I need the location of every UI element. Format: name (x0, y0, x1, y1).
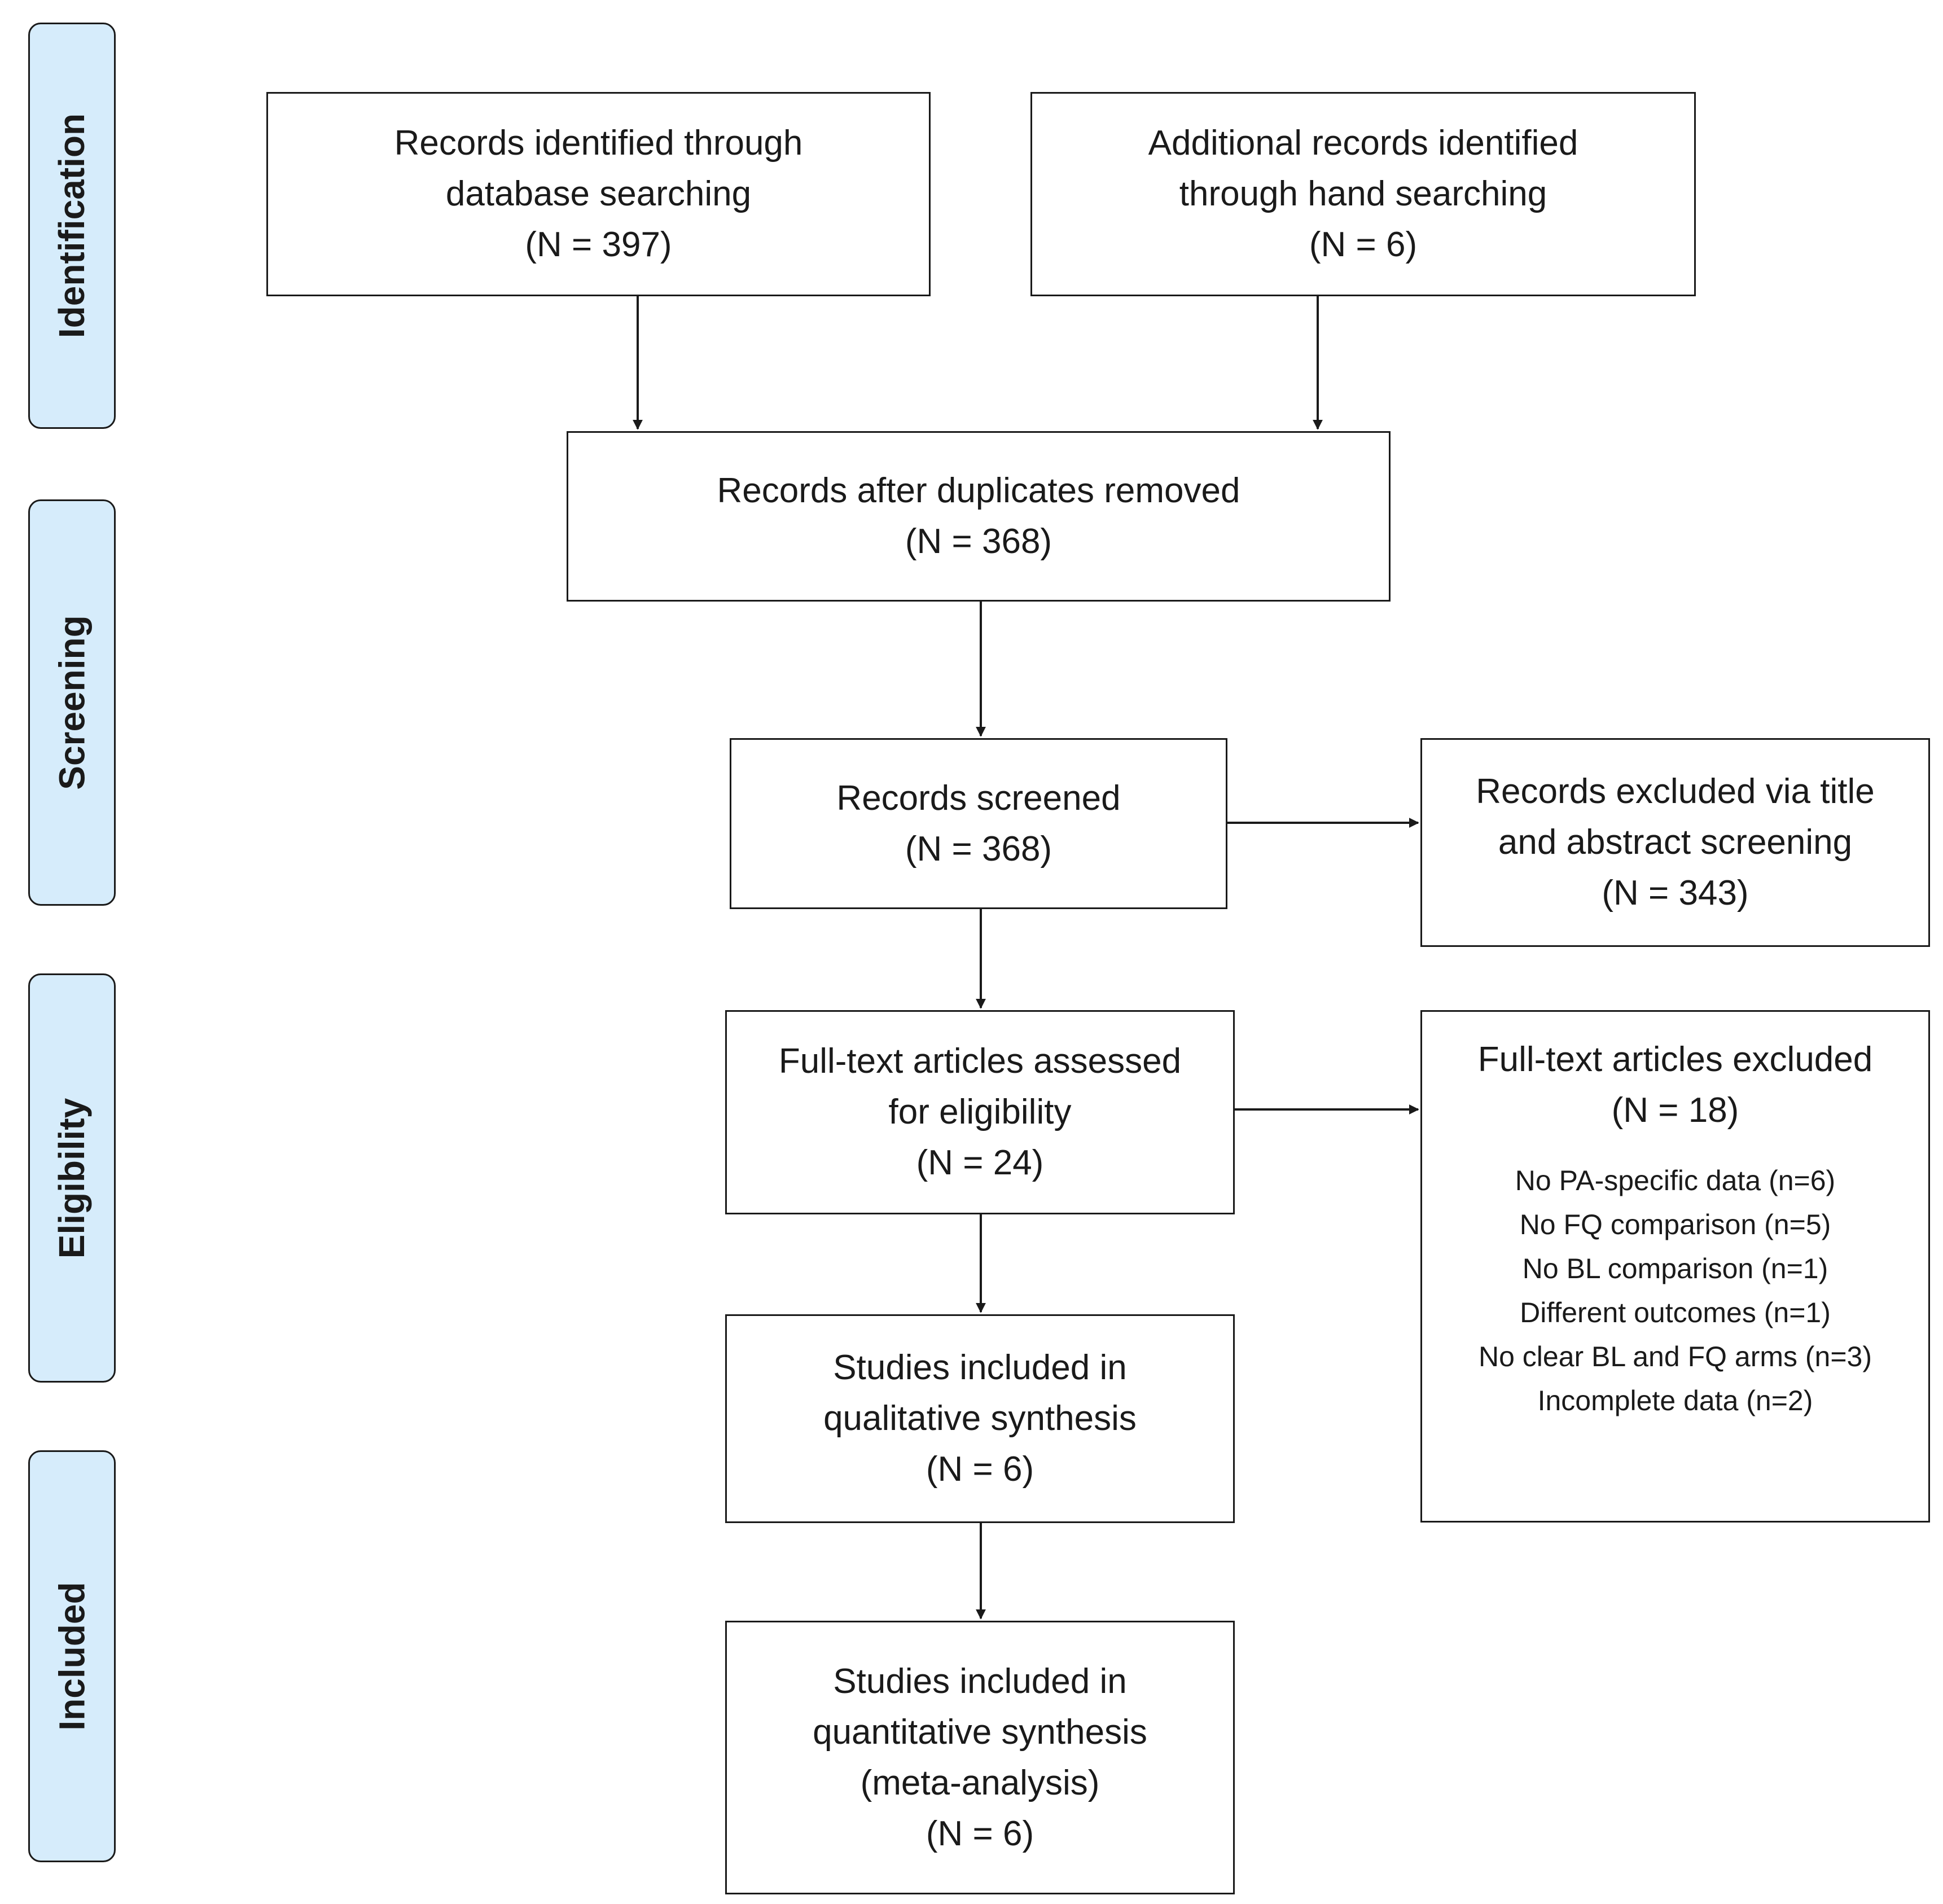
database-search-line2: database searching (445, 174, 752, 213)
box-records-screened: Records screened (N = 368) (730, 738, 1227, 909)
quantitative-count: (N = 6) (926, 1814, 1034, 1853)
box-fulltext-assessed: Full-text articles assessed for eligibil… (725, 1010, 1235, 1214)
exclusion-reason: No BL comparison (n=1) (1522, 1253, 1828, 1284)
box-duplicates-removed: Records after duplicates removed (N = 36… (567, 431, 1391, 602)
database-search-line1: Records identified through (394, 124, 803, 163)
exclusion-reason: No PA-specific data (n=6) (1515, 1165, 1836, 1196)
qualitative-line2: qualitative synthesis (823, 1399, 1137, 1438)
fulltext-assessed-line2: for eligibility (888, 1093, 1072, 1131)
excluded-title-abstract-count: (N = 343) (1602, 874, 1749, 912)
quantitative-line3: (meta-analysis) (860, 1763, 1100, 1802)
qualitative-line1: Studies included in (833, 1348, 1127, 1387)
database-search-count: (N = 397) (525, 225, 672, 264)
fulltext-assessed-count: (N = 24) (916, 1143, 1044, 1182)
phase-eligibility: Eligibility (28, 973, 116, 1383)
hand-search-line1: Additional records identified (1148, 124, 1578, 163)
exclusion-reason: Incomplete data (n=2) (1537, 1385, 1813, 1416)
box-hand-search: Additional records identified through ha… (1030, 92, 1696, 296)
quantitative-line2: quantitative synthesis (813, 1712, 1147, 1752)
fulltext-assessed-line1: Full-text articles assessed (778, 1042, 1182, 1081)
phase-screening: Screening (28, 499, 116, 906)
exclusion-reason: No FQ comparison (n=5) (1519, 1209, 1831, 1240)
box-database-search: Records identified through database sear… (266, 92, 931, 296)
screened-line1: Records screened (836, 778, 1121, 818)
qualitative-count: (N = 6) (926, 1450, 1034, 1489)
quantitative-line1: Studies included in (833, 1661, 1127, 1701)
phase-identification-label: Identification (51, 113, 93, 339)
box-excluded-title-abstract: Records excluded via title and abstract … (1420, 738, 1930, 947)
excluded-title-abstract-line1: Records excluded via title (1476, 772, 1875, 811)
exclusion-reason: No clear BL and FQ arms (n=3) (1478, 1341, 1872, 1372)
box-quantitative-synthesis: Studies included in quantitative synthes… (725, 1621, 1235, 1894)
box-qualitative-synthesis: Studies included in qualitative synthesi… (725, 1314, 1235, 1523)
phase-identification: Identification (28, 23, 116, 429)
hand-search-count: (N = 6) (1309, 225, 1418, 264)
phase-screening-label: Screening (51, 615, 93, 790)
phase-included: Included (28, 1450, 116, 1862)
fulltext-excluded-count: (N = 18) (1611, 1091, 1739, 1130)
phase-eligibility-label: Eligibility (51, 1098, 93, 1258)
duplicates-removed-count: (N = 368) (905, 522, 1052, 561)
phase-included-label: Included (51, 1582, 93, 1731)
exclusion-reason: Different outcomes (n=1) (1520, 1297, 1831, 1328)
duplicates-removed-line1: Records after duplicates removed (717, 471, 1240, 510)
hand-search-line2: through hand searching (1179, 174, 1547, 213)
box-fulltext-excluded: Full-text articles excluded (N = 18) No … (1420, 1010, 1930, 1523)
fulltext-excluded-line1: Full-text articles excluded (1477, 1040, 1873, 1079)
screened-count: (N = 368) (905, 829, 1052, 868)
excluded-title-abstract-line2: and abstract screening (1498, 823, 1853, 862)
